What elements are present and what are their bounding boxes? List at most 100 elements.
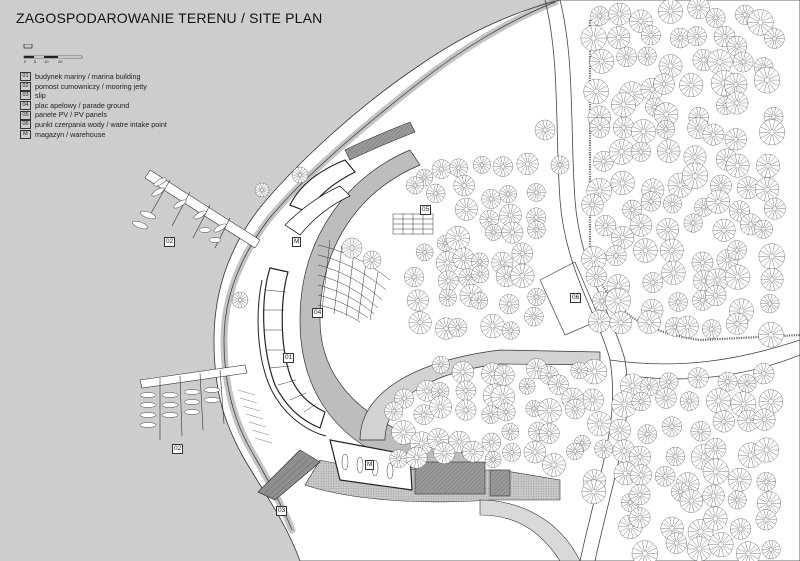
tree-canopy xyxy=(737,374,757,393)
tree-canopy xyxy=(341,237,363,259)
tree-canopy xyxy=(706,388,731,414)
tree-canopy xyxy=(661,416,683,437)
tree-canopy xyxy=(291,166,309,184)
tree-canopy xyxy=(702,123,725,146)
tree-canopy xyxy=(605,245,627,266)
tree-canopy xyxy=(658,0,683,24)
tree-canopy xyxy=(433,442,456,464)
label-parade: 04 xyxy=(312,308,324,318)
tree-canopy xyxy=(633,238,658,263)
tree-canopy xyxy=(637,310,661,334)
tree-canopy xyxy=(485,223,502,241)
tree-canopy xyxy=(588,310,611,333)
tree-canopy xyxy=(679,73,704,98)
tree-canopy xyxy=(670,27,691,49)
tree-canopy xyxy=(518,377,536,395)
marina-building xyxy=(263,267,326,429)
tree-canopy xyxy=(753,363,775,385)
tree-canopy xyxy=(501,221,524,244)
tree-canopy xyxy=(566,442,584,460)
tree-canopy xyxy=(764,28,785,49)
tree-canopy xyxy=(581,193,604,216)
legend-text: budynek mariny / marina building xyxy=(35,72,141,81)
tree-canopy xyxy=(629,214,653,237)
tree-canopies xyxy=(231,0,786,561)
tree-canopy xyxy=(431,159,452,179)
tree-canopy xyxy=(730,518,752,540)
tree-canopy xyxy=(704,437,727,460)
south-warehouse-boats xyxy=(341,453,394,480)
east-building-block xyxy=(489,469,511,497)
south-jetty-boats xyxy=(139,387,221,428)
tree-canopy xyxy=(254,182,270,198)
tree-canopy xyxy=(706,189,730,214)
tree-canopy xyxy=(665,532,687,554)
tree-canopy xyxy=(754,437,779,463)
tree-canopy xyxy=(548,374,569,395)
shore-slips xyxy=(237,389,273,444)
tree-canopy xyxy=(658,54,683,78)
tree-canopy xyxy=(656,120,676,139)
label-water-intake: 06 xyxy=(570,293,582,303)
tree-canopy xyxy=(585,266,607,287)
tree-canopy xyxy=(724,128,747,151)
tree-canopy xyxy=(608,419,631,441)
tree-canopy xyxy=(639,377,659,397)
tree-canopy xyxy=(496,402,516,422)
tree-canopy xyxy=(654,102,679,127)
north-jetty-boats xyxy=(132,177,227,243)
tree-canopy xyxy=(629,507,651,529)
label-marina-building: 01 xyxy=(283,353,295,363)
tree-canopy xyxy=(394,388,415,409)
tree-canopy xyxy=(702,458,729,485)
tree-canopy xyxy=(408,311,432,335)
tree-canopy xyxy=(516,152,539,175)
legend-text: panele PV / PV panels xyxy=(35,110,107,120)
page-title: ZAGOSPODAROWANIE TERENU / SITE PLAN xyxy=(16,10,323,26)
tree-canopy xyxy=(629,484,651,506)
tree-canopy xyxy=(455,380,476,401)
tree-canopy xyxy=(631,540,658,561)
tree-canopy xyxy=(754,177,780,202)
tree-canopy xyxy=(481,405,500,424)
tree-canopy xyxy=(527,220,546,239)
tree-canopy xyxy=(413,404,434,425)
tree-canopy xyxy=(594,439,614,459)
tree-canopy xyxy=(405,446,428,469)
label-jetty-south: 02 xyxy=(172,444,184,454)
label-warehouse-north: M xyxy=(292,237,302,247)
tree-canopy xyxy=(690,421,711,442)
tree-canopy xyxy=(660,238,684,263)
tree-canopy xyxy=(755,509,777,531)
tree-canopy xyxy=(480,314,505,339)
tree-canopy xyxy=(725,264,751,290)
tree-canopy xyxy=(631,392,651,412)
tree-canopy xyxy=(705,284,727,307)
tree-canopy xyxy=(523,440,547,464)
tree-canopy xyxy=(534,119,556,141)
legend-text: pomost cumowniczy / mooring jetty xyxy=(35,81,147,91)
tree-canopy xyxy=(581,479,607,504)
marina-building-rooms xyxy=(264,289,317,413)
tree-canopy xyxy=(703,506,728,531)
scale-tick-20: 20 xyxy=(58,59,63,64)
tree-canopy xyxy=(687,26,707,46)
tree-canopy xyxy=(610,170,635,195)
tree-canopy xyxy=(481,432,501,452)
tree-canopy xyxy=(760,268,784,291)
legend-code: 01 xyxy=(20,72,31,82)
tree-canopy xyxy=(484,451,502,468)
tree-canopy xyxy=(691,251,714,274)
tree-canopy xyxy=(527,183,546,202)
tree-canopy xyxy=(590,6,610,26)
tree-canopy xyxy=(439,288,457,307)
tree-canopy xyxy=(404,267,425,287)
legend-item: 01 budynek mariny / marina building xyxy=(20,72,167,82)
tree-canopy xyxy=(426,183,446,203)
tree-canopy xyxy=(499,185,517,203)
tree-canopy xyxy=(661,260,686,285)
tree-canopy xyxy=(616,46,637,67)
tree-canopy xyxy=(630,464,652,486)
tree-canopy xyxy=(499,294,520,315)
north-building-strip xyxy=(344,121,416,161)
